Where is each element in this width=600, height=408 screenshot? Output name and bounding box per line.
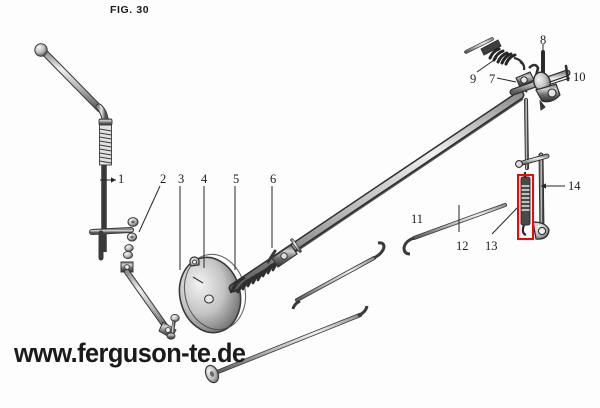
figure-title: FIG. 30 [110,4,150,16]
part-11-hook-rod-long [291,241,386,310]
callout-number-12: 12 [456,239,469,253]
callout-number-9: 9 [470,72,477,86]
leader-line-9 [476,57,498,73]
callout-number-13: 13 [485,239,498,253]
part-13-return-spring [520,172,531,237]
callout-leader-lines [100,44,571,270]
leader-arrow-14 [541,183,546,189]
leader-line-13 [491,205,520,235]
leader-line-2 [138,185,161,233]
part-3-nut-washer-set [126,217,139,242]
part-2-clevis-link [120,244,180,340]
callout-number-7: 7 [489,72,496,86]
callout-number-14: 14 [568,179,581,193]
callout-number-2: 2 [160,172,167,186]
part-10-shaft-bracket [509,64,571,111]
part-6-collar-clamp [266,238,302,268]
callout-number-1: 1 [118,172,125,186]
callout-number-11: 11 [411,212,424,226]
callout-number-5: 5 [233,172,240,186]
leader-line-10 [550,77,571,85]
callout-number-4: 4 [201,172,208,186]
lower-control-rod [204,305,369,384]
leader-arrow-1 [111,177,116,183]
part-9-spring-plunger [464,37,526,71]
highlight-box [517,174,534,240]
part-1-hand-lever-rod [34,43,134,261]
callout-number-8: 8 [540,33,547,47]
callout-number-6: 6 [270,172,277,186]
callout-number-10: 10 [573,70,586,84]
part-14-lift-link [515,98,550,240]
part-4-pivot-plate [178,253,247,334]
site-watermark: www.ferguson-te.de [14,338,246,368]
part-7-bracket-fork [515,63,540,93]
callout-number-3: 3 [178,172,185,186]
leader-line-7 [496,77,517,83]
